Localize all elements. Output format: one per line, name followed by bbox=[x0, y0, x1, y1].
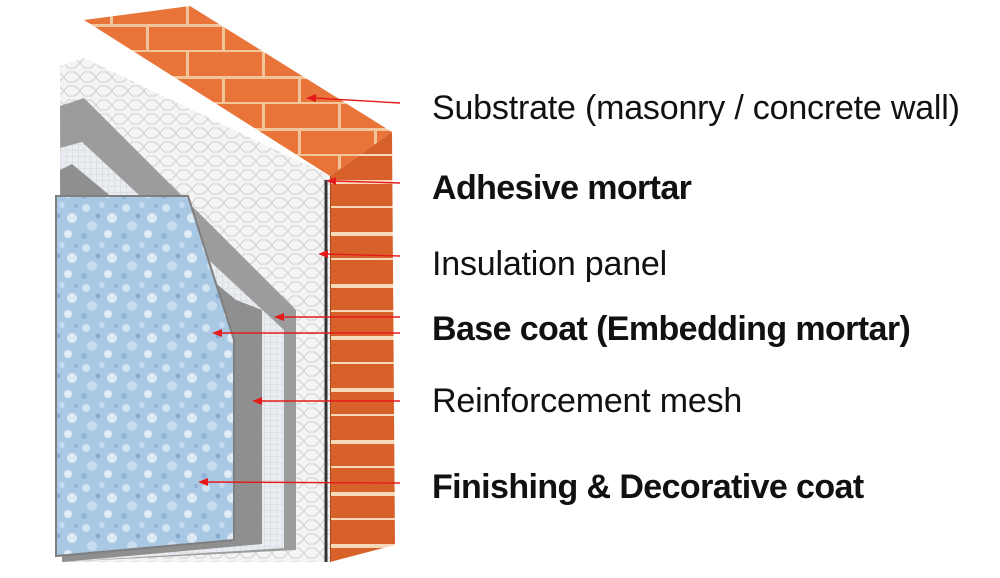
label-insulation-panel: Insulation panel bbox=[432, 245, 667, 283]
callout-arrows bbox=[198, 94, 401, 486]
label-finishing-coat: Finishing & Decorative coat bbox=[432, 468, 864, 506]
label-substrate: Substrate (masonry / concrete wall) bbox=[432, 89, 960, 127]
arrow-finish-head bbox=[198, 478, 208, 486]
arrow-finish bbox=[205, 481, 401, 484]
arrow-substrate bbox=[313, 97, 401, 104]
label-base-coat: Base coat (Embedding mortar) bbox=[432, 310, 911, 348]
arrow-insulation bbox=[325, 253, 401, 257]
brick-top-face bbox=[84, 6, 392, 176]
arrow-base-coat-a-head bbox=[274, 313, 284, 321]
arrow-mesh-head bbox=[252, 397, 262, 405]
arrow-adhesive bbox=[333, 180, 401, 184]
label-adhesive-mortar: Adhesive mortar bbox=[432, 169, 692, 207]
finish-coat-layer bbox=[56, 196, 234, 556]
arrow-adhesive-head bbox=[326, 177, 336, 185]
brick-side-face bbox=[330, 132, 395, 562]
arrow-insulation-head bbox=[318, 250, 328, 258]
arrow-base-coat-b-head bbox=[212, 329, 222, 337]
label-reinforcement-mesh: Reinforcement mesh bbox=[432, 382, 743, 420]
arrow-substrate-head bbox=[306, 94, 316, 102]
